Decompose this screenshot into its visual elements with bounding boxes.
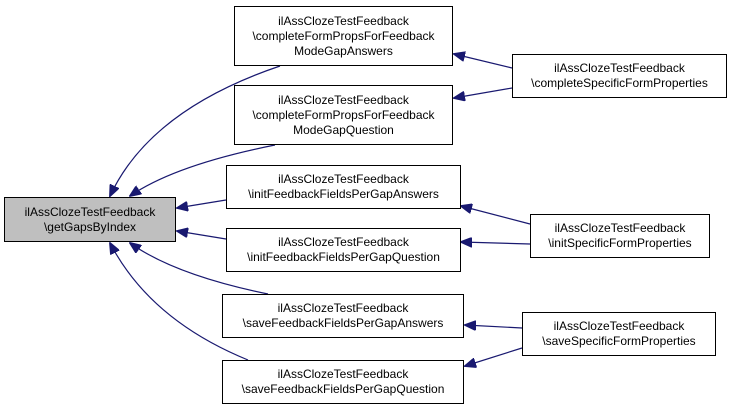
node-class-label: ilAssClozeTestFeedback (278, 92, 409, 107)
node-method-label: \initSpecificFormProperties (548, 236, 692, 250)
node-method-label-cont: ModeGapAnswers (294, 43, 393, 58)
edge-save_answers-to-root (130, 243, 269, 295)
edge-save_specific-to-save_answers (465, 325, 523, 328)
node-savespecificformproperties[interactable]: ilAssClozeTestFeedback \saveSpecificForm… (522, 312, 716, 356)
node-class-label: ilAssClozeTestFeedback (277, 301, 409, 315)
node-class-label: ilAssClozeTestFeedback (554, 61, 685, 75)
edge-complete_specific-to-cfp_question (454, 87, 513, 98)
node-method-label: \completeFormPropsForFeedback (252, 107, 435, 122)
node-method-label: \completeSpecificFormProperties (531, 76, 708, 90)
node-method-label-cont: ModeGapQuestion (293, 122, 394, 137)
node-completeformpropsforfeedbackmodegapquestion[interactable]: ilAssClozeTestFeedback \completeFormProp… (234, 85, 453, 145)
node-method-label: \initFeedbackFieldsPerGapQuestion (247, 250, 440, 264)
node-class-label: ilAssClozeTestFeedback (553, 319, 685, 333)
node-initfeedbackfieldspergapquestion[interactable]: ilAssClozeTestFeedback \initFeedbackFiel… (226, 228, 461, 272)
node-method-label: \initFeedbackFieldsPerGapAnswers (248, 187, 439, 201)
node-class-label: ilAssClozeTestFeedback (278, 235, 409, 249)
edge-init_question-to-root (177, 231, 227, 240)
edge-cfp_answers-to-root (110, 65, 281, 196)
node-class-label: ilAssClozeTestFeedback (277, 367, 409, 381)
node-completeformpropsforfeedbackmodegapanswers[interactable]: ilAssClozeTestFeedback \completeFormProp… (234, 6, 453, 66)
node-completespecificformproperties[interactable]: ilAssClozeTestFeedback \completeSpecific… (512, 54, 727, 98)
node-class-label: ilAssClozeTestFeedback (278, 13, 409, 28)
node-method-label: \saveSpecificFormProperties (542, 334, 696, 348)
edge-save_specific-to-save_question (465, 347, 523, 366)
node-class-label: ilAssClozeTestFeedback (278, 172, 409, 186)
edge-save_question-to-root (110, 243, 249, 361)
node-class-label: ilAssClozeTestFeedback (554, 221, 686, 235)
node-method-label: \completeFormPropsForFeedback (252, 28, 435, 43)
node-initfeedbackfieldspergapanswers[interactable]: ilAssClozeTestFeedback \initFeedbackFiel… (226, 165, 461, 209)
focus-node-getgapsbyindex: ilAssClozeTestFeedback \getGapsByIndex (4, 197, 176, 242)
node-savefeedbackfieldspergapquestion[interactable]: ilAssClozeTestFeedback \saveFeedbackFiel… (222, 360, 464, 404)
edge-init_specific-to-init_question (461, 242, 531, 244)
edge-init_answers-to-root (177, 199, 227, 208)
edge-complete_specific-to-cfp_answers (454, 54, 513, 69)
node-method-label: \saveFeedbackFieldsPerGapQuestion (241, 382, 445, 396)
edge-cfp_question-to-root (130, 144, 276, 196)
node-class-label: ilAssClozeTestFeedback (24, 204, 156, 219)
node-method-label: \getGapsByIndex (43, 219, 137, 234)
node-initspecificformproperties[interactable]: ilAssClozeTestFeedback \initSpecificForm… (530, 214, 710, 258)
edge-init_specific-to-init_answers (461, 206, 531, 225)
node-method-label: \saveFeedbackFieldsPerGapAnswers (242, 316, 444, 330)
node-savefeedbackfieldspergapanswers[interactable]: ilAssClozeTestFeedback \saveFeedbackFiel… (222, 294, 464, 338)
